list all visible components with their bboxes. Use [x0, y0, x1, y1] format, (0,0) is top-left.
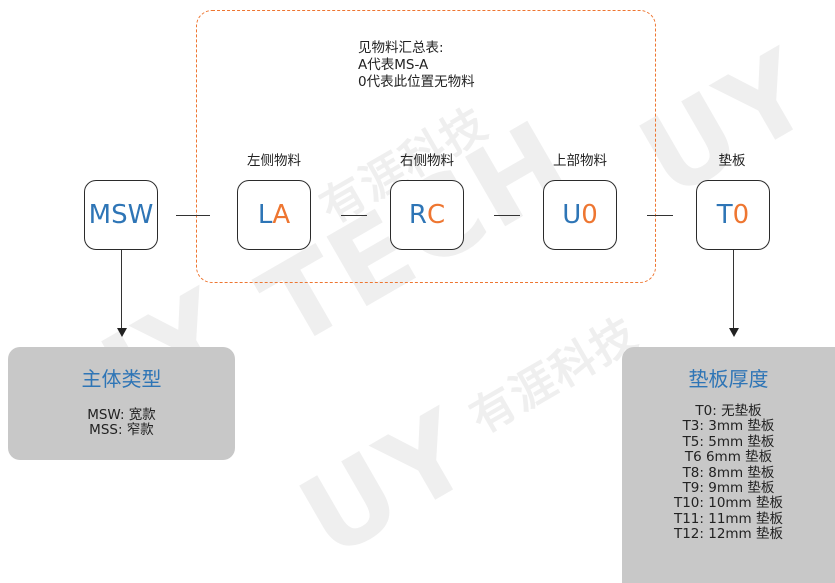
note-line: A代表MS-A	[358, 57, 429, 73]
label-top-material: 上部物料	[553, 153, 607, 169]
panel-pad-thickness: 垫板厚度 T0: 无垫板 T3: 3mm 垫板 T5: 5mm 垫板 T6 6m…	[622, 347, 835, 583]
panel-line: T8: 8mm 垫板	[682, 464, 775, 481]
panel-line: T0: 无垫板	[695, 403, 762, 419]
code-box-main: MSW	[84, 180, 158, 250]
code-left-prefix: L	[257, 200, 273, 230]
code-right-prefix: R	[408, 200, 427, 230]
panel-line: MSW: 宽款	[87, 407, 156, 423]
panel-line: T5: 5mm 垫板	[682, 433, 775, 450]
panel-line: T6 6mm 垫板	[684, 449, 773, 466]
arrow-line-pad-thickness	[733, 250, 735, 330]
label-pad: 垫板	[718, 153, 746, 169]
panel-title-pad-thickness: 垫板厚度	[688, 367, 769, 391]
note-line: 0代表此位置无物料	[358, 74, 475, 90]
label-left-material: 左侧物料	[247, 153, 301, 169]
code-pad-prefix: T	[716, 200, 733, 230]
arrow-line-body-type	[121, 250, 123, 330]
panel-body-type: 主体类型 MSW: 宽款 MSS: 窄款	[8, 347, 235, 460]
code-pad-value: 0	[732, 200, 750, 230]
connector-line	[341, 215, 367, 217]
panel-title-body-type: 主体类型	[81, 367, 162, 391]
code-top-value: 0	[581, 200, 598, 230]
watermark-logo: UY	[279, 385, 494, 583]
connector-line	[647, 215, 673, 217]
arrow-head-icon	[117, 328, 127, 337]
panel-line: T3: 3mm 垫板	[682, 418, 775, 435]
panel-line: T10: 10mm 垫板	[673, 495, 784, 512]
code-top-prefix: U	[562, 200, 582, 230]
panel-line: MSS: 窄款	[89, 422, 154, 439]
watermark-text: 有涯科技	[461, 307, 647, 444]
material-group-region	[196, 10, 656, 283]
label-right-material: 右侧物料	[400, 153, 454, 169]
arrow-head-icon	[729, 328, 739, 337]
panel-line: T12: 12mm 垫板	[673, 526, 784, 543]
code-right-value: C	[426, 200, 446, 230]
material-note: 见物料汇总表: A代表MS-A 0代表此位置无物料	[358, 40, 475, 91]
panel-line: T11: 11mm 垫板	[673, 510, 784, 527]
connector-line	[494, 215, 520, 217]
connector-line	[176, 215, 210, 217]
code-left-value: A	[272, 200, 291, 230]
panel-line: T9: 9mm 垫板	[682, 480, 775, 497]
note-line: 见物料汇总表:	[358, 40, 444, 56]
code-main: MSW	[88, 200, 154, 230]
